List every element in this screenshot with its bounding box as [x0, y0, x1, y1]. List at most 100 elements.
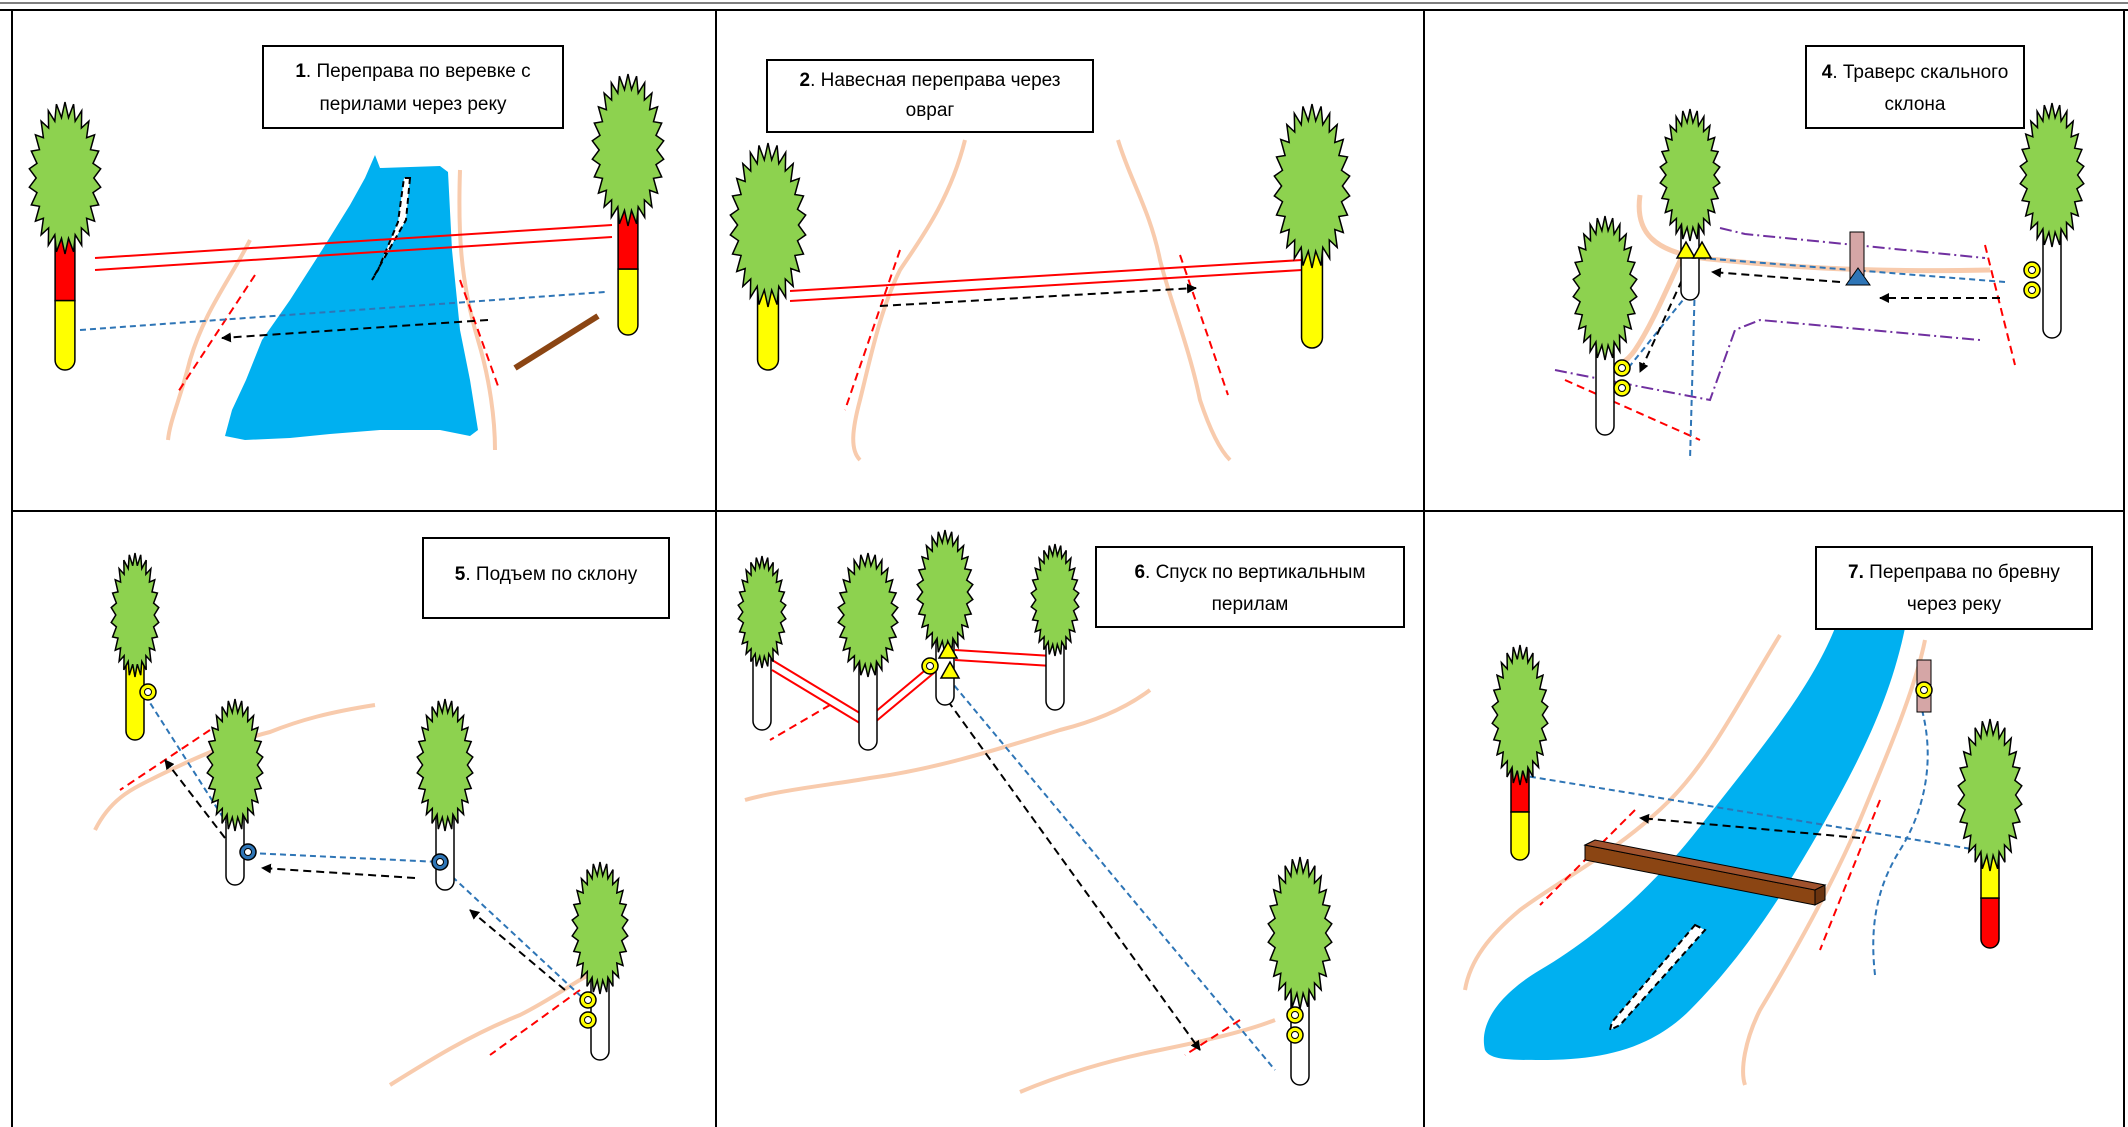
boundary-line-top: [769, 704, 831, 741]
title-box-5: 5. Подъем по склону: [422, 537, 670, 619]
rope-top: [789, 259, 1303, 292]
boundary-line-bottom: [489, 989, 581, 1056]
panel-6: [744, 649, 1276, 1094]
river-bank-left: [166, 239, 252, 441]
panel-7: [1463, 628, 1991, 1086]
rope-top: [94, 224, 613, 259]
title-box-6: 6. Спуск по вертикальным перилам: [1095, 546, 1405, 628]
safety-rope: [79, 291, 606, 331]
descent-rope-blue: [947, 677, 1276, 1071]
carabiner-icon: [239, 843, 257, 861]
boundary-line-left: [844, 249, 901, 411]
movement-arrow: [1639, 813, 1861, 839]
safety-boundary-lower: [1554, 318, 1981, 402]
svg-text:1. Переправа по веревке с: 1. Переправа по веревке с: [295, 61, 530, 82]
rail-right-1: [954, 649, 1053, 657]
boundary-line-right: [1819, 799, 1881, 951]
safety-rope-3: [444, 869, 586, 1001]
rail-left-2: [771, 669, 869, 729]
svg-text:6. Спуск по вертикальным: 6. Спуск по вертикальным: [1134, 562, 1365, 583]
river-bank-right: [457, 169, 497, 451]
belay-triangle-icon: [1691, 240, 1713, 259]
water-flow-arrow: [1608, 923, 1707, 1032]
movement-arrow-3: [164, 759, 226, 839]
belay-triangle-icon: [937, 640, 959, 659]
carabiner-icon: [579, 991, 597, 1009]
title-line-1: . Траверс скального: [1832, 62, 2008, 83]
title-line-1: Переправа по бревну: [1864, 562, 2061, 583]
rope-bottom: [94, 236, 613, 271]
tree-icon: [206, 698, 264, 886]
panel-1: [79, 155, 613, 451]
river-water: [225, 155, 478, 440]
title-box-4: 4. Траверс скального склона: [1805, 45, 2025, 129]
title-line-2: перилами через реку: [320, 94, 507, 115]
belay-triangle-icon: [1675, 240, 1697, 259]
tree-icon: [110, 552, 160, 741]
carabiner-icon: [1613, 359, 1631, 377]
movement-arrow: [221, 319, 489, 343]
tree-icon: [28, 101, 102, 371]
title-line-1: . Подъем по склону: [465, 564, 637, 585]
title-line-1: . Навесная переправа через: [810, 70, 1060, 91]
tree-icon: [1030, 543, 1080, 711]
svg-text:2. Навесная переправа через: 2. Навесная переправа через: [799, 70, 1060, 91]
water-flow-arrow: [371, 177, 412, 281]
svg-text:7. Переправа по бревну: 7. Переправа по бревну: [1848, 562, 2060, 583]
panel-number: 7.: [1848, 562, 1864, 583]
tree-icon: [1491, 644, 1549, 861]
cliff-edge-lower: [1019, 1018, 1276, 1094]
safety-boundary-upper: [1719, 227, 1986, 259]
movement-arrow-2: [261, 863, 416, 879]
belay-triangle-icon: [939, 660, 961, 679]
river-water: [1483, 628, 1905, 1060]
panel-2: [789, 139, 1303, 462]
tree-icon: [1957, 718, 2023, 949]
svg-text:5. Подъем по склону: 5. Подъем по склону: [455, 564, 638, 585]
title-box-1: 1. Переправа по веревке с перилами через…: [262, 45, 564, 129]
tree-icon: [1659, 108, 1721, 301]
boundary-line-right: [1179, 254, 1229, 396]
carabiner-icon: [1286, 1006, 1304, 1024]
rope-bottom: [789, 269, 1303, 302]
carabiner-icon: [921, 657, 939, 675]
log-icon: [1583, 839, 1827, 906]
rail-left-1: [771, 659, 869, 719]
carabiner-icon: [579, 1011, 597, 1029]
title-line-2: овраг: [906, 100, 955, 121]
carabiner-icon: [1286, 1026, 1304, 1044]
carabiner-icon: [139, 683, 157, 701]
boundary-line-left: [177, 274, 256, 393]
title-line-1: . Переправа по веревке с: [306, 61, 531, 82]
tree-icon: [1273, 103, 1351, 349]
trees-layer: [28, 73, 2085, 1086]
tree-icon: [1267, 856, 1333, 1086]
markers-layer: [139, 240, 2041, 1044]
belay-triangle-icon: [1845, 267, 1871, 286]
slope-edge: [1636, 194, 1991, 274]
rail-right-2: [954, 659, 1053, 667]
movement-arrow-1: [469, 909, 566, 991]
ravine-edge-right: [1116, 139, 1232, 462]
title-line-2: перилам: [1212, 594, 1289, 615]
title-line-2: через реку: [1907, 594, 2002, 615]
safety-rope-bend: [1872, 709, 1929, 976]
movement-arrow-2: [1711, 267, 1841, 283]
movement-arrow-3: [1639, 279, 1683, 373]
movement-arrow: [879, 283, 1197, 307]
ravine-edge-left: [851, 139, 967, 462]
tree-icon: [729, 142, 807, 371]
carabiner-icon: [431, 853, 449, 871]
carabiner-icon: [2023, 281, 2041, 299]
title-line-1: . Спуск по вертикальным: [1145, 562, 1366, 583]
carabiner-icon: [1915, 681, 1933, 699]
boundary-line-bottom: [1184, 1019, 1241, 1056]
svg-text:4. Траверс скального: 4. Траверс скального: [1822, 62, 2009, 83]
rail-mid-2: [867, 671, 936, 729]
carabiner-icon: [2023, 261, 2041, 279]
safety-rope-2: [249, 852, 441, 863]
boundary-line-right: [1984, 244, 2016, 366]
tree-icon: [571, 861, 629, 1061]
